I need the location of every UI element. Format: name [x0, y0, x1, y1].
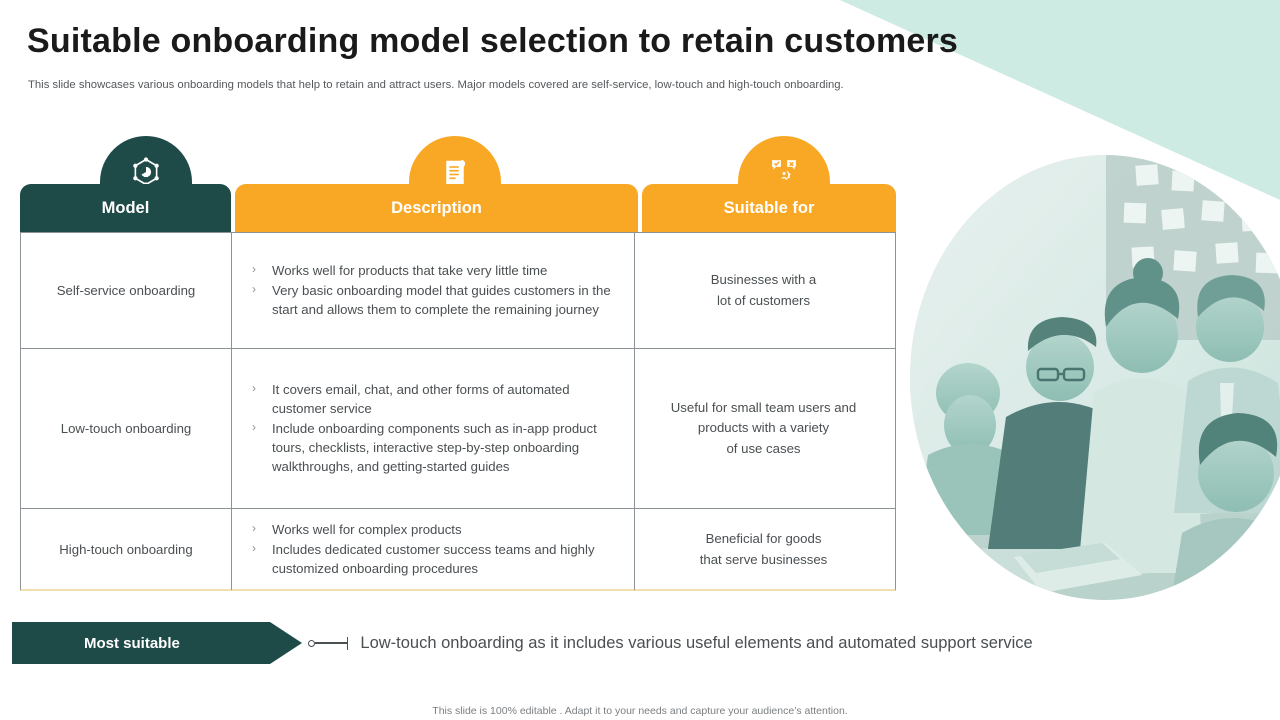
chevron-right-icon: ›: [252, 261, 256, 276]
column-header-suitable-for-label: Suitable for: [723, 198, 815, 217]
bullet-text: Include onboarding components such as in…: [272, 420, 597, 475]
connector-line-icon: [315, 642, 347, 644]
table-row: High-touch onboarding › Works well for co…: [21, 509, 895, 590]
table-row: Self-service onboarding › Works well for …: [21, 233, 895, 349]
most-suitable-label-arrow: Most suitable: [12, 622, 302, 664]
chevron-right-icon: ›: [252, 281, 256, 296]
list-item: › It covers email, chat, and other forms …: [250, 380, 624, 418]
team-collaboration-photo: [910, 155, 1280, 600]
list-item: › Include onboarding components such as i…: [250, 419, 624, 476]
decision-gear-person-icon: [772, 160, 796, 180]
most-suitable-label: Most suitable: [84, 634, 180, 652]
column-header-model-label: Model: [101, 198, 150, 217]
list-item: › Very basic onboarding model that guides…: [250, 281, 624, 319]
cell-description: › Works well for products that take very …: [232, 233, 635, 348]
most-suitable-banner: Most suitable Low-touch onboarding as it…: [12, 622, 1033, 664]
chevron-right-icon: ›: [252, 540, 256, 555]
chevron-right-icon: ›: [252, 419, 256, 434]
onboarding-model-table: Model Description Suitable for Self-serv…: [20, 136, 896, 591]
table-header-row: Model Description Suitable for: [20, 184, 896, 232]
bullet-text: Works well for products that take very l…: [272, 262, 548, 278]
table-row: Low-touch onboarding › It covers email, c…: [21, 349, 895, 509]
cell-model: Self-service onboarding: [21, 233, 232, 348]
description-bullet-list: › It covers email, chat, and other forms …: [250, 380, 624, 478]
list-item: › Includes dedicated customer success tea…: [250, 540, 624, 578]
document-scroll-icon: [446, 159, 466, 186]
description-bullet-list: › Works well for complex products › Includ…: [250, 520, 624, 579]
cell-description: › It covers email, chat, and other forms …: [232, 349, 635, 508]
banner-connector: [308, 636, 349, 650]
connector-tick-icon: [347, 636, 349, 650]
bullet-text: Very basic onboarding model that guides …: [272, 282, 611, 318]
connector-dot-icon: [308, 639, 315, 647]
hexagon-network-icon: [133, 157, 159, 187]
most-suitable-text: Low-touch onboarding as it includes vari…: [360, 633, 1033, 652]
bullet-text: Works well for complex products: [272, 521, 462, 537]
list-item: › Works well for products that take very …: [250, 261, 624, 280]
page-subtitle: This slide showcases various onboarding …: [28, 79, 844, 91]
column-header-model: Model: [20, 184, 231, 232]
page-title: Suitable onboarding model selection to r…: [27, 22, 959, 60]
chevron-right-icon: ›: [252, 380, 256, 395]
chevron-right-icon: ›: [252, 520, 256, 535]
description-bullet-list: › Works well for products that take very …: [250, 261, 624, 320]
footer-note: This slide is 100% editable . Adapt it t…: [432, 705, 848, 717]
column-header-description: Description: [235, 184, 638, 232]
bullet-text: It covers email, chat, and other forms o…: [272, 381, 570, 416]
column-header-suitable-for: Suitable for: [642, 184, 896, 232]
cell-description: › Works well for complex products › Includ…: [232, 509, 635, 590]
cell-model: High-touch onboarding: [21, 509, 232, 590]
column-header-description-label: Description: [391, 198, 482, 217]
cell-model: Low-touch onboarding: [21, 349, 232, 508]
bullet-text: Includes dedicated customer success team…: [272, 541, 595, 577]
table-body: Self-service onboarding › Works well for …: [20, 232, 896, 591]
list-item: › Works well for complex products: [250, 520, 624, 539]
photo-illustration: [910, 155, 1280, 600]
